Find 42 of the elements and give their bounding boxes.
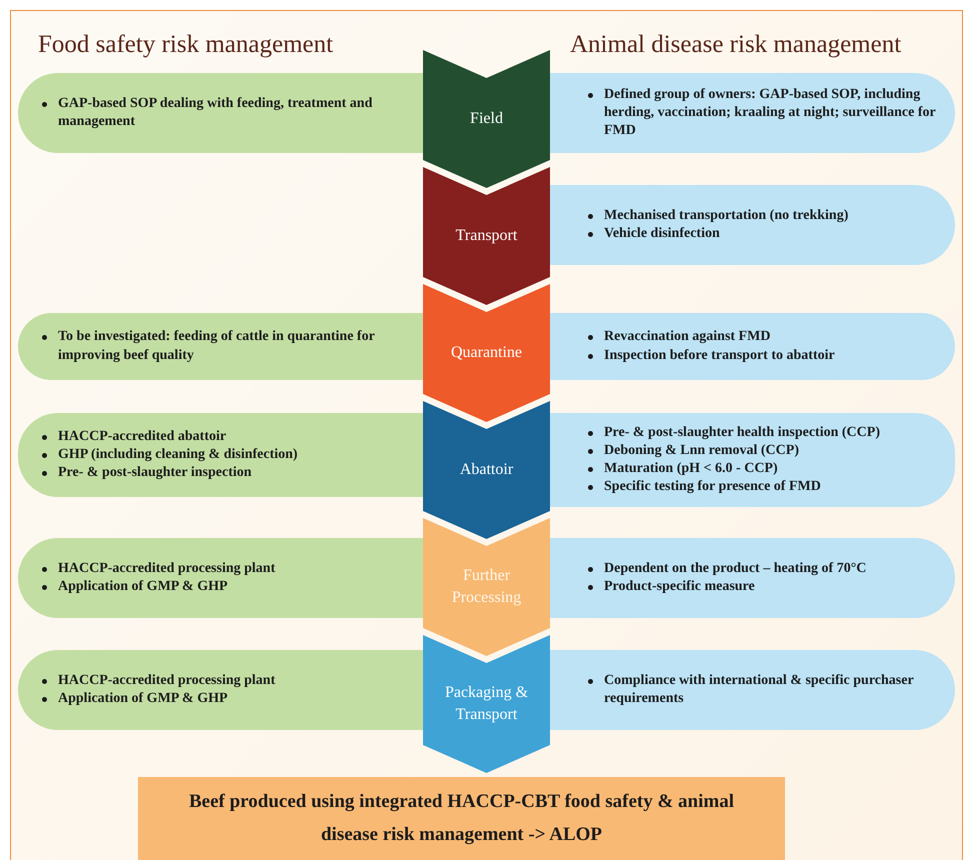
bullet-item: Application of GMP & GHP (58, 690, 228, 708)
food-safety-box (18, 73, 423, 153)
bullet-item: Revaccination against FMD (604, 328, 770, 346)
bullet-item: Mechanised transportation (no trekking) (604, 206, 848, 225)
stage-label: Abattoir (458, 460, 514, 480)
stage-label: Packaging & Transport (444, 683, 530, 725)
outcome-text: Beef produced using integrated HACCP-CBT food safety & animal disease risk management -> ALOP (188, 790, 736, 846)
column-heading: Food safety risk management (38, 30, 334, 60)
stage-label: Transport (454, 226, 518, 246)
animal-disease-box (550, 185, 955, 265)
bullet-item: Inspection before transport to abattoir (604, 346, 835, 364)
column-heading: Animal disease risk management (570, 30, 902, 60)
stage-label: Quarantine (450, 343, 524, 364)
bullet-item: Compliance with international & specific purchaser requirements (604, 672, 914, 708)
bullet-item: HACCP-accredited processing plant (58, 560, 276, 578)
bullet-item: Vehicle disinfection (604, 225, 720, 243)
animal-disease-box (550, 313, 955, 380)
bullet-item: Pre- & post-slaughter inspection (58, 464, 252, 482)
animal-disease-box (550, 73, 955, 153)
bullet-item: GAP-based SOP dealing with feeding, treatment and management (58, 94, 374, 131)
bullet-item: HACCP-accredited abattoir (58, 428, 226, 446)
bullet-item: HACCP-accredited processing plant (58, 672, 276, 690)
bullet-item: Application of GMP & GHP (58, 578, 228, 596)
bullet-item: Pre- & post-slaughter health inspection (CCP) (604, 424, 880, 442)
bullet-item: To be investigated: feeding of cattle in quarantine for improving beef quality (58, 328, 376, 364)
stage-label: Field (469, 109, 504, 130)
food-safety-box (18, 413, 423, 497)
stage-label: Further Processing (450, 566, 522, 608)
bullet-item: Maturation (pH < 6.0 - CCP) (604, 460, 778, 478)
animal-disease-box (550, 538, 955, 618)
bullet-item: Dependent on the product – heating of 70°C (604, 560, 866, 578)
food-safety-box (18, 538, 423, 618)
food-safety-box (18, 650, 423, 730)
bullet-item: Specific testing for presence of FMD (604, 478, 821, 496)
bullet-item: Product-specific measure (604, 578, 755, 596)
outcome-box (138, 777, 785, 860)
bullet-item: Deboning & Lnn removal (CCP) (604, 442, 799, 460)
bullet-item: GHP (including cleaning & disinfection) (58, 446, 298, 464)
bullet-item: Defined group of owners: GAP-based SOP, including herding, vaccination; kraaling at night; surveillance for FMD (604, 86, 936, 140)
food-safety-box (18, 313, 423, 380)
animal-disease-box (550, 413, 955, 507)
animal-disease-box (550, 650, 955, 730)
